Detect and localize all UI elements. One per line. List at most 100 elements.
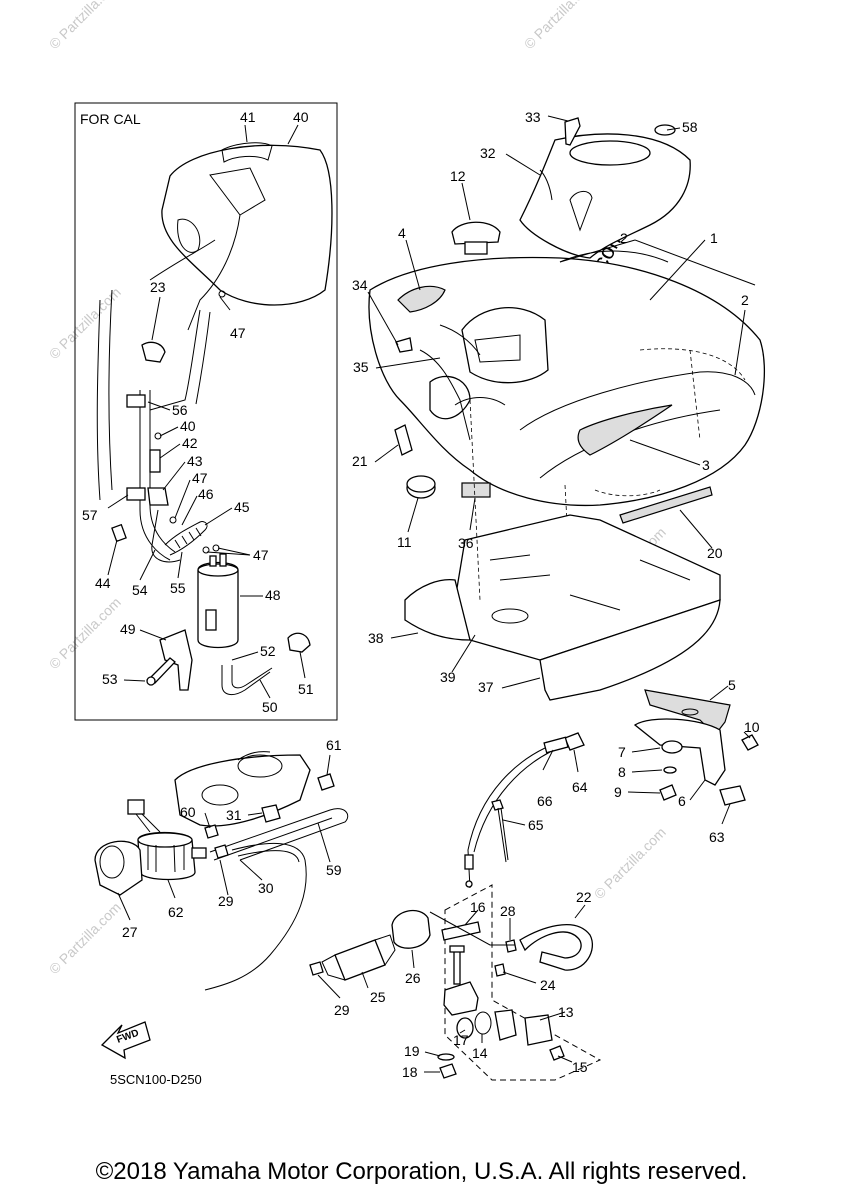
callout-34: 34 bbox=[352, 277, 368, 293]
callout-29-b: 29 bbox=[334, 1002, 350, 1018]
callout-52: 52 bbox=[260, 643, 276, 659]
callout-47-c: 47 bbox=[253, 547, 269, 563]
heat-shield-38-shape bbox=[404, 579, 471, 641]
callout-62: 62 bbox=[168, 904, 184, 920]
screw-33-shape bbox=[564, 117, 581, 146]
inset-tank-shape bbox=[161, 144, 333, 306]
emblem-3-shape bbox=[577, 404, 673, 456]
callout-29-a: 29 bbox=[218, 893, 234, 909]
bracket-6-shape bbox=[633, 718, 726, 786]
callout-42: 42 bbox=[182, 435, 198, 451]
fuel-tank-assembly: 33 58 32 12 4 2 1 2 3 34 35 21 11 36 20 … bbox=[352, 109, 765, 701]
clamp-shape bbox=[126, 394, 146, 408]
damper-7-shape bbox=[661, 740, 683, 754]
callout-6: 6 bbox=[678, 793, 686, 809]
callout-49: 49 bbox=[120, 621, 136, 637]
valve-43-shape bbox=[147, 487, 169, 506]
bracket-49-shape bbox=[159, 629, 193, 691]
callout-12: 12 bbox=[450, 168, 466, 184]
callout-8: 8 bbox=[618, 764, 626, 780]
callout-40: 40 bbox=[293, 109, 309, 125]
callout-46: 46 bbox=[198, 486, 214, 502]
inset-frame bbox=[74, 102, 338, 721]
rear-bracket-assembly: 5 10 7 8 9 6 63 bbox=[614, 677, 760, 845]
callout-27: 27 bbox=[122, 924, 138, 940]
callout-4: 4 bbox=[398, 225, 406, 241]
callout-53: 53 bbox=[102, 671, 118, 687]
callout-5: 5 bbox=[728, 677, 736, 693]
flange-13-shape bbox=[524, 1014, 553, 1046]
watermark-text: © Partzilla.com bbox=[521, 0, 599, 52]
callout-19: 19 bbox=[404, 1043, 420, 1059]
watermark-text: © Partzilla.com bbox=[46, 899, 124, 977]
joint-42-shape bbox=[149, 449, 161, 473]
clip-29b-shape bbox=[309, 961, 324, 976]
clip-24-shape bbox=[494, 963, 506, 977]
callout-41: 41 bbox=[240, 109, 256, 125]
callout-51: 51 bbox=[298, 681, 314, 697]
callout-20: 20 bbox=[707, 545, 723, 561]
strip-20-shape bbox=[619, 486, 713, 524]
plate-16-shape bbox=[441, 921, 481, 941]
callout-40-b: 40 bbox=[180, 418, 196, 434]
callout-21: 21 bbox=[352, 453, 368, 469]
inset-title: FOR CAL bbox=[80, 111, 141, 127]
callout-60: 60 bbox=[180, 804, 196, 820]
callout-47-b: 47 bbox=[192, 470, 208, 486]
cable-knob-64-shape bbox=[564, 732, 585, 751]
bolt-44-shape bbox=[111, 523, 127, 543]
callout-58: 58 bbox=[682, 119, 698, 135]
callout-14: 14 bbox=[472, 1045, 488, 1061]
hose-22-shape bbox=[519, 924, 593, 971]
callout-2-b: 2 bbox=[741, 292, 749, 308]
bolt-34-shape bbox=[395, 337, 413, 353]
callout-35: 35 bbox=[353, 359, 369, 375]
callout-28: 28 bbox=[500, 903, 516, 919]
callout-57: 57 bbox=[82, 507, 98, 523]
callout-59: 59 bbox=[326, 862, 342, 878]
watermark-text: © Partzilla.com bbox=[46, 594, 124, 672]
callout-47: 47 bbox=[230, 325, 246, 341]
callout-61: 61 bbox=[326, 737, 342, 753]
callout-64: 64 bbox=[572, 779, 588, 795]
callout-39: 39 bbox=[440, 669, 456, 685]
bolt-10-shape bbox=[741, 734, 759, 751]
callout-7: 7 bbox=[618, 744, 626, 760]
callout-22: 22 bbox=[576, 889, 592, 905]
callout-65: 65 bbox=[528, 817, 544, 833]
bolt-9-shape bbox=[659, 784, 677, 801]
holder-27-shape bbox=[94, 840, 143, 896]
filter-25-shape bbox=[334, 939, 386, 981]
callout-26: 26 bbox=[405, 970, 421, 986]
callout-13: 13 bbox=[558, 1004, 574, 1020]
callout-54: 54 bbox=[132, 582, 148, 598]
callout-23: 23 bbox=[150, 279, 166, 295]
clip-61-shape bbox=[317, 773, 335, 791]
callout-15: 15 bbox=[572, 1059, 588, 1075]
washer-8-shape bbox=[663, 766, 677, 774]
clip-23-shape bbox=[141, 341, 166, 363]
callout-11: 11 bbox=[397, 534, 412, 550]
copyright-notice: ©2018 Yamaha Motor Corporation, U.S.A. A… bbox=[95, 1158, 748, 1185]
callout-43: 43 bbox=[187, 453, 203, 469]
clip-60-shape bbox=[204, 824, 219, 839]
strainer-shape bbox=[494, 1009, 517, 1041]
callout-55: 55 bbox=[170, 580, 186, 596]
hose-21-shape bbox=[394, 424, 413, 456]
connector-shape bbox=[127, 799, 145, 815]
fuel-cock-body bbox=[443, 981, 479, 1016]
fuel-cock-assembly: 16 28 22 24 13 17 14 15 19 18 25 26 66 6… bbox=[321, 732, 602, 1081]
tank-cover-32-shape bbox=[519, 133, 691, 259]
watermark-text: © Partzilla.com bbox=[46, 0, 124, 52]
callout-10: 10 bbox=[744, 719, 760, 735]
callout-36: 36 bbox=[458, 535, 474, 551]
watermark-text: © Partzilla.com bbox=[591, 824, 669, 902]
callout-31: 31 bbox=[226, 807, 242, 823]
callout-48: 48 bbox=[265, 587, 281, 603]
gasket-17-shape bbox=[456, 1017, 474, 1039]
callout-37: 37 bbox=[478, 679, 494, 695]
callout-44: 44 bbox=[95, 575, 111, 591]
callout-66: 66 bbox=[537, 793, 553, 809]
callout-32: 32 bbox=[480, 145, 496, 161]
